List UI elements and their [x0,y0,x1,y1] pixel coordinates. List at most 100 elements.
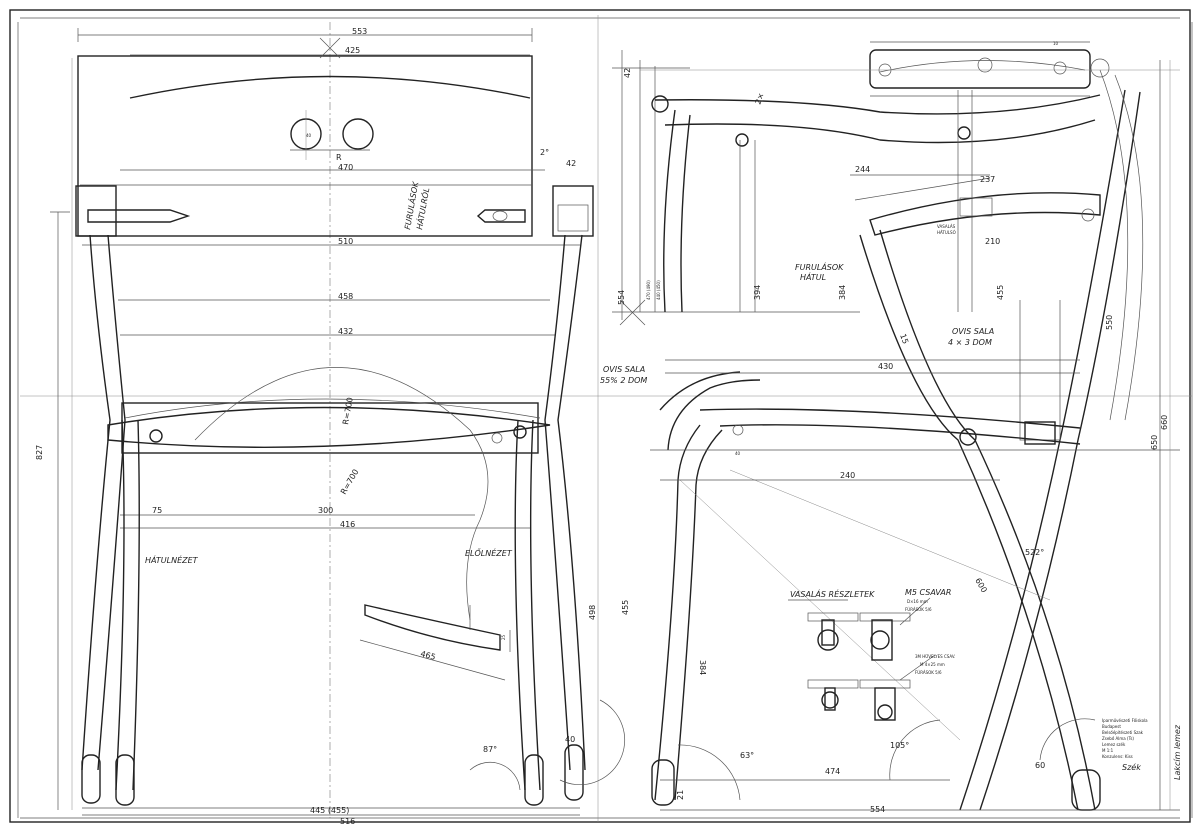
sheet-border [9,9,1191,823]
title-line-1: Iparművészeti Főiskola [1102,718,1148,723]
dim-side-440: 440 (450) [656,280,661,300]
seat-block [121,402,539,454]
dim-side-42: 42 [623,68,632,78]
dim-side-470: 470 (490) [646,280,651,300]
label-view-back: HÁTULNÉZET [145,554,199,565]
dim-side-554b: 554 [870,805,885,814]
front-view: 553 425 40 R 470 510 458 432 2° 42 R=700… [35,22,630,826]
leg-right-inner [514,419,526,791]
title-signature: Szék [1122,762,1141,772]
dim-r-small: R [336,153,342,162]
dim-side-660: 660 [1160,415,1169,430]
note-bracket-1: VASALÁS [937,224,956,229]
dim-432: 432 [338,327,353,336]
dim-side-384b: 384 [698,660,707,675]
dim-40: 40 [565,735,575,744]
leg-right-outer [544,234,571,771]
dim-angle-top: 2° [540,148,549,157]
dim-side-60: 60 [1035,761,1045,770]
seat-radius-arc [194,367,471,441]
dim-498: 498 [588,605,597,620]
dim-side-2x: 2× [753,92,765,106]
note-bent-1b: 4 × 3 DOM [948,338,992,347]
seat-side-top [699,408,1081,429]
dim-side-105: 105° [890,741,909,750]
foot-right-1 [524,754,544,806]
dim-300: 300 [318,506,333,515]
dim-side-15: 15 [898,333,910,346]
back-rest-curve [129,75,531,99]
detail-note-b-3: FÚRÁSOK 5/6 [915,670,942,675]
foot-side-front [651,759,675,806]
detail-note-a-1: M5 CSAVAR [905,588,951,597]
title-line-3: Belsőépítészeti Szak [1102,730,1144,735]
dowel-left [87,209,191,223]
leg-left-inner [115,419,125,791]
foot-left-1 [81,754,101,804]
dim-r-curve: R=700 [339,468,361,496]
title-block: Iparművészeti Főiskola Budapest Belsőépí… [1102,718,1182,780]
foot-left-2 [115,754,135,806]
top-bracket [869,49,1091,89]
dim-416: 416 [340,520,355,529]
dim-side-63: 63° [740,751,754,760]
note-bent-2b: 55% 2 DOM [600,376,647,385]
note-side-2: HÁTUL [800,271,826,282]
detail-note-a-3: FÚRÁSOK 5/6 [905,607,932,612]
title-vertical: Lakcím lemez [1173,724,1182,780]
dim-side-430: 430 [878,362,893,371]
front-leg-side [654,424,701,801]
dim-side-455: 455 [996,285,1005,300]
note-bent-1: OVIS SALA [952,327,994,336]
dim-bottom-outer: 516 [340,817,355,826]
bolt-right [513,425,527,439]
back-rest-panel [77,55,533,237]
dim-470: 470 [338,163,353,172]
note-bent-2: OVIS SALA [603,365,645,374]
dim-r-seat: R=700 [341,397,355,426]
dim-side-40: 40 [735,451,741,456]
back-rest-top [654,94,1101,115]
note-bracket-2: HÁTULSÓ [937,230,956,235]
dim-side-650: 650 [1150,435,1159,450]
dim-side-394: 394 [753,285,762,300]
leg-left-outer [81,234,111,771]
dim-side-21: 21 [676,790,685,800]
hardware-details: VASALÁS RÉSZLETEK M5 CSAVAR D×16 mm FÚRÁ… [788,588,955,721]
dim-455: 455 [621,600,630,615]
dim-side-522: 522° [1025,548,1044,557]
dim-side-554: 554 [617,290,626,305]
dim-side-237: 237 [980,175,995,184]
detail-title: VASALÁS RÉSZLETEK [790,588,875,599]
dim-side-550: 550 [1105,315,1114,330]
seat-shell [107,406,551,448]
dim-side-474: 474 [825,767,840,776]
title-line-2: Budapest [1102,724,1121,729]
dim-side-10: 10 [1053,41,1059,46]
back-rest-shell [869,192,1101,236]
dim-angle-foot: 87° [483,745,497,754]
dim-side-384: 384 [838,285,847,300]
dim-side-210: 210 [985,237,1000,246]
front-leg-cross [879,229,1096,811]
title-line-6: M 1:1 [1102,748,1114,753]
dim-510: 510 [338,237,353,246]
dim-458: 458 [338,292,353,301]
side-view: 42 554 470 (490) 440 (450) 394 384 2× 24… [600,41,1180,814]
dim-hole: 40 [306,133,312,138]
dim-side-244: 244 [855,165,870,174]
title-line-7: Konzulens: Kiss [1102,754,1133,759]
title-line-4: Zsebő Alma (Ts) [1102,736,1134,741]
detail-note-b-1: 3M HÜVELYES CSAV. [915,654,955,659]
dim-back-top: 425 [345,46,360,55]
dim-465: 465 [419,649,436,662]
slat-section [364,604,501,651]
detail-note-b-2: M 4×25 mm [920,662,945,667]
foot-right-2 [564,744,584,801]
dim-top-width: 553 [352,27,367,36]
dim-42: 42 [566,159,576,168]
dim-side-600: 600 [973,577,988,595]
dim-75: 75 [152,506,162,515]
bolt-left [149,429,163,443]
